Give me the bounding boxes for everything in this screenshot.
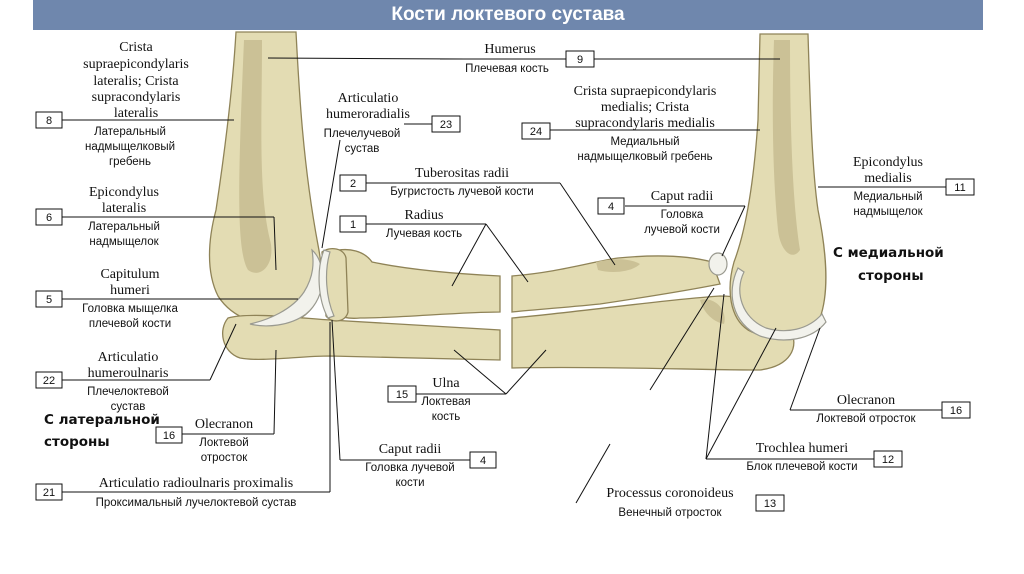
latin-tuberositas-radii: Tuberositas radii <box>415 166 509 181</box>
title-bar: Кости локтевого сустава <box>33 0 983 30</box>
num-articulatio-radioulnaris: 21 <box>43 487 55 499</box>
ru-ulna-1: Локтевая <box>421 396 470 408</box>
ru-humeroulnaris-2: сустав <box>111 401 146 413</box>
page-title: Кости локтевого сустава <box>391 4 625 25</box>
latin-ulna: Ulna <box>432 376 460 391</box>
latin-humerus: Humerus <box>484 42 535 57</box>
ru-epicondylus-medialis-2: надмыщелок <box>853 206 923 218</box>
num-crista-lateralis: 8 <box>46 115 52 127</box>
latin-humeroradialis-2: humeroradialis <box>326 107 410 122</box>
latin-capitulum-humeri-2: humeri <box>110 283 150 298</box>
ru-epicondylus-medialis-1: Медиальный <box>853 191 922 203</box>
latin-radioulnaris: Articulatio radioulnaris proximalis <box>99 476 293 491</box>
num-radius: 1 <box>350 219 356 231</box>
latin-crista-medialis-3: supracondylaris medialis <box>575 116 715 131</box>
ru-caput-radii-bottom-2: кости <box>396 477 425 489</box>
ru-crista-lateralis-2: надмыщелковый <box>85 141 175 153</box>
num-epicondylus-medialis: 11 <box>954 182 965 194</box>
num-olecranon-left: 16 <box>163 430 175 442</box>
ru-radius: Лучевая кость <box>386 228 462 240</box>
ru-humeroradialis-2: сустав <box>345 143 380 155</box>
num-capitulum-humeri: 5 <box>46 294 52 306</box>
trochlea-cartilage <box>731 267 827 341</box>
number-boxes: 9 8 23 24 2 4 11 6 1 5 22 15 16 16 12 4 … <box>35 50 975 512</box>
latin-epicondylus-medialis-1: Epicondylus <box>853 155 923 170</box>
ru-epicondylus-lateralis-1: Латеральный <box>88 221 160 233</box>
text-labels: Humerus Плечевая кость Crista supraepico… <box>82 40 923 519</box>
ru-olecranon-left-2: отросток <box>201 452 248 464</box>
latin-radius: Radius <box>405 208 444 223</box>
ru-tuberositas-radii: Бугристость лучевой кости <box>390 186 533 198</box>
medial-view-illustration <box>511 33 827 371</box>
num-tuberositas-radii: 2 <box>350 178 356 190</box>
side-label-medial-2: стороны <box>858 268 924 284</box>
ru-crista-lateralis-3: гребень <box>109 156 151 168</box>
ru-trochlea-humeri: Блок плечевой кости <box>746 461 857 473</box>
latin-capitulum-humeri-1: Capitulum <box>100 267 159 282</box>
ru-humerus: Плечевая кость <box>465 63 549 75</box>
latin-humeroradialis-1: Articulatio <box>338 91 399 106</box>
latin-humeroulnaris-1: Articulatio <box>98 350 159 365</box>
latin-humeroulnaris-2: humeroulnaris <box>88 366 169 381</box>
ru-caput-radii-right-1: Головка <box>661 209 704 221</box>
latin-crista-medialis-2: medialis; Crista <box>601 100 690 115</box>
latin-crista-medialis-1: Crista supraepicondylaris <box>574 84 717 99</box>
num-olecranon-right: 16 <box>950 405 962 417</box>
lateral-view-illustration <box>208 31 501 361</box>
latin-processus-coronoideus: Processus coronoideus <box>606 486 733 501</box>
num-caput-radii-right: 4 <box>608 201 614 213</box>
latin-crista-lateralis-3: lateralis; Crista <box>93 74 179 89</box>
ru-capitulum-humeri-2: плечевой кости <box>89 318 171 330</box>
ru-epicondylus-lateralis-2: надмыщелок <box>89 236 159 248</box>
latin-epicondylus-lateralis-2: lateralis <box>102 201 146 216</box>
num-articulatio-humeroulnaris: 22 <box>43 375 55 387</box>
side-label-medial-1: С медиальной <box>833 245 944 261</box>
num-trochlea-humeri: 12 <box>882 454 894 466</box>
num-caput-radii-bottom: 4 <box>480 455 486 467</box>
ru-capitulum-humeri-1: Головка мыщелка <box>82 303 178 315</box>
latin-epicondylus-medialis-2: medialis <box>864 171 911 186</box>
num-crista-medialis: 24 <box>530 126 542 138</box>
radius-medial-bone <box>511 255 721 313</box>
latin-olecranon-left: Olecranon <box>195 417 253 432</box>
num-ulna: 15 <box>396 389 408 401</box>
humerus-lateral-bone <box>208 31 322 326</box>
ru-humeroradialis-1: Плечелучевой <box>324 128 401 140</box>
ru-crista-lateralis-1: Латеральный <box>94 126 166 138</box>
radial-head-cartilage <box>318 249 335 319</box>
ru-radioulnaris: Проксимальный лучелоктевой сустав <box>96 497 297 509</box>
latin-trochlea-humeri: Trochlea humeri <box>756 441 849 456</box>
ru-crista-medialis-2: надмыщелковый гребень <box>577 151 712 163</box>
latin-olecranon-right: Olecranon <box>837 393 895 408</box>
side-label-lateral-2: стороны <box>44 434 110 450</box>
ru-crista-medialis-1: Медиальный <box>610 136 679 148</box>
ru-caput-radii-right-2: лучевой кости <box>644 224 720 236</box>
latin-caput-radii-bottom: Caput radii <box>379 442 442 457</box>
latin-crista-lateralis-5: lateralis <box>114 106 158 121</box>
latin-crista-lateralis-2: supraepicondylaris <box>83 57 189 72</box>
num-epicondylus-lateralis: 6 <box>46 212 52 224</box>
latin-crista-lateralis-1: Crista <box>119 40 153 55</box>
radial-head-medial <box>708 252 728 276</box>
num-processus-coronoideus: 13 <box>764 498 776 510</box>
latin-crista-lateralis-4: supracondylaris <box>92 90 181 105</box>
side-label-lateral-1: С латеральной <box>44 412 160 428</box>
latin-epicondylus-lateralis-1: Epicondylus <box>89 185 159 200</box>
ru-processus-coronoideus: Венечный отросток <box>618 507 722 519</box>
ru-olecranon-left-1: Локтевой <box>199 437 248 449</box>
ru-humeroulnaris-1: Плечелоктевой <box>87 386 169 398</box>
leader-lines <box>62 57 946 504</box>
ru-caput-radii-bottom-1: Головка лучевой <box>365 462 454 474</box>
ru-olecranon-right: Локтевой отросток <box>816 413 916 425</box>
ru-ulna-2: кость <box>432 411 461 423</box>
num-articulatio-humeroradialis: 23 <box>440 119 452 131</box>
radius-lateral-bone <box>325 248 501 319</box>
latin-caput-radii-right: Caput radii <box>651 189 714 204</box>
num-humerus: 9 <box>577 54 583 66</box>
